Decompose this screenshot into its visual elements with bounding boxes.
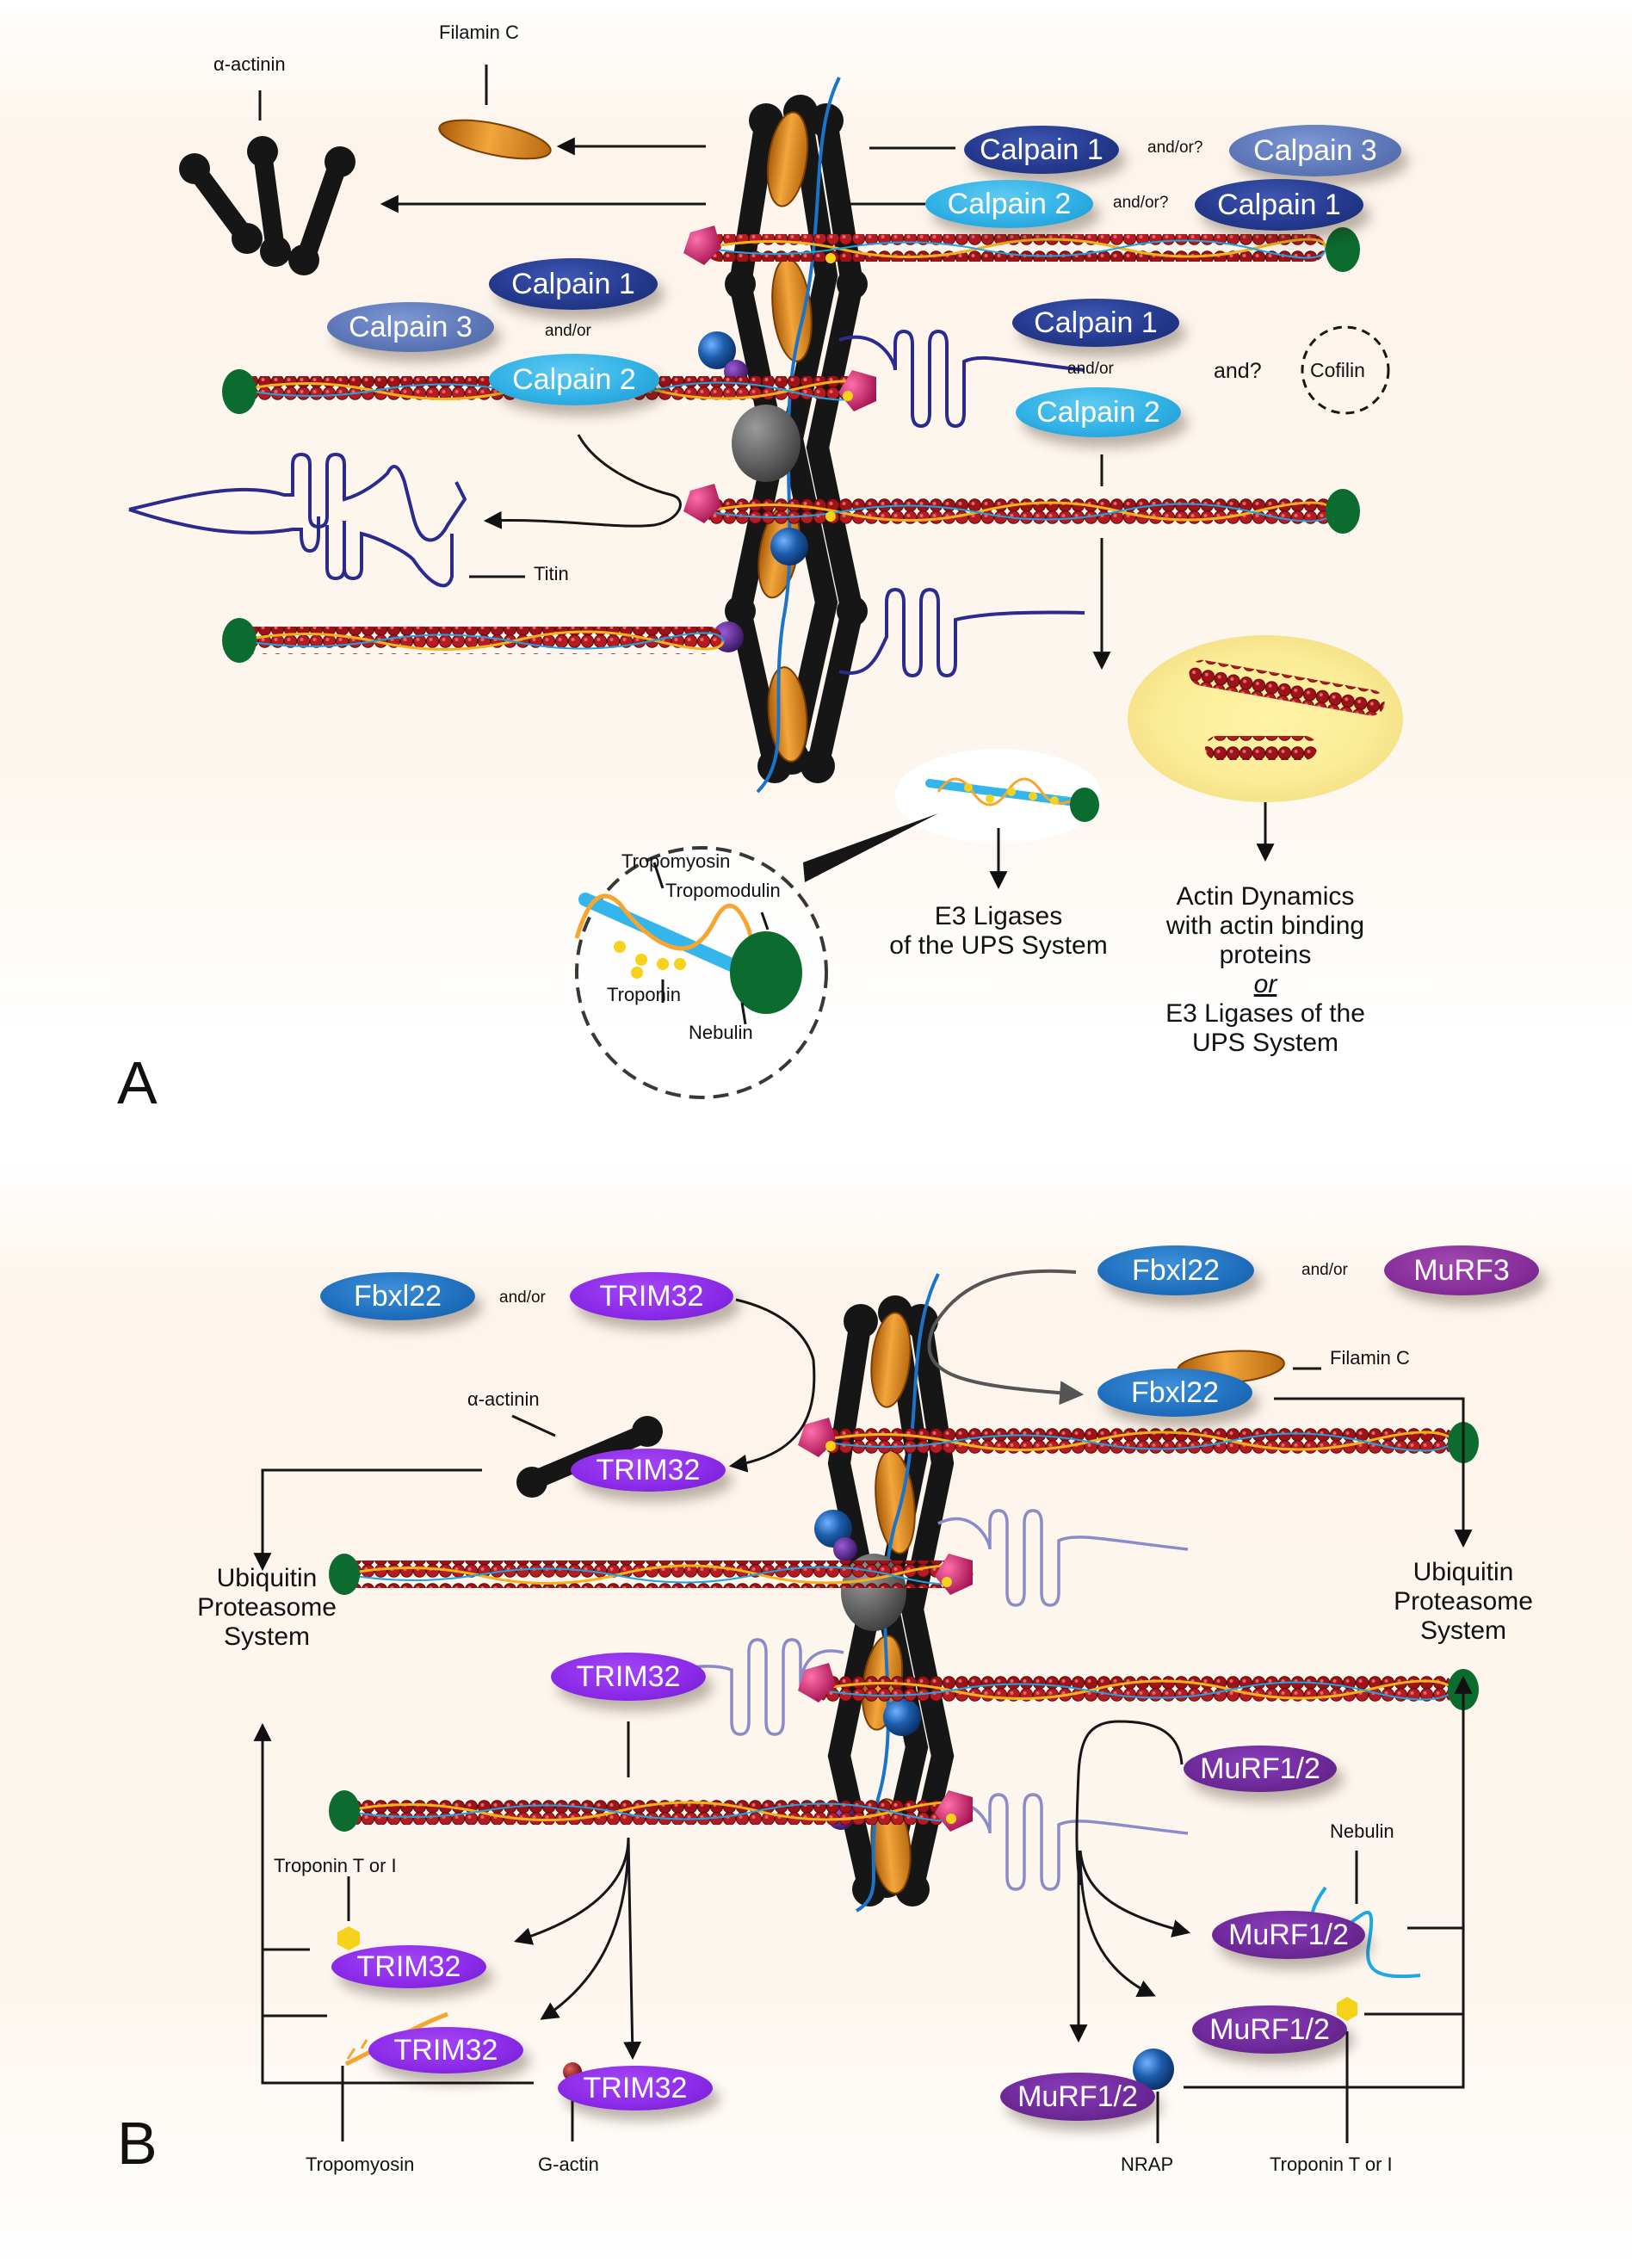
and-or-mid-label: and/or — [545, 322, 591, 340]
calpain-1-mid-pill: Calpain 1 — [489, 258, 658, 310]
filamin-c-label: Filamin C — [439, 22, 519, 43]
calpain-3-mid-pill: Calpain 3 — [327, 302, 494, 352]
and-or-row2-label: and/or? — [1113, 194, 1169, 212]
ups-left-line-3: System — [223, 1622, 311, 1651]
murf-mid-pill: MuRF1/2 — [1184, 1746, 1337, 1792]
fbxl22-top-left-pill: Fbxl22 — [320, 1272, 475, 1320]
murf-nebulin-pill: MuRF1/2 — [1212, 1911, 1365, 1959]
tropomyosin-b-label: Tropomyosin — [306, 2154, 415, 2175]
ups-left: Ubiquitin Proteasome System — [189, 1564, 344, 1652]
calpain-1-row2-pill: Calpain 1 — [1195, 179, 1363, 231]
actin-line-2: with actin binding — [1165, 912, 1365, 940]
trim32-troponin-pill: TRIM32 — [331, 1945, 486, 1988]
e3-line-1: E3 Ligases — [934, 902, 1063, 930]
ups-right-line-3: System — [1419, 1616, 1507, 1645]
tropomyosin-zoom-label: Tropomyosin — [621, 850, 731, 872]
g-actin-label: G-actin — [538, 2154, 599, 2175]
actin-or: or — [1253, 970, 1277, 998]
calpain-2-mid-pill: Calpain 2 — [489, 354, 659, 405]
fbxl22-top-right-pill: Fbxl22 — [1097, 1245, 1254, 1295]
calpain-1-row1-pill: Calpain 1 — [964, 126, 1119, 174]
nrap-label: NRAP — [1121, 2154, 1174, 2175]
and-or-right-label: and/or — [1301, 1261, 1348, 1279]
ups-right-line-2: Proteasome — [1394, 1587, 1533, 1616]
cofilin-label: Cofilin — [1310, 359, 1365, 381]
e3-ligases-outcome: E3 Ligases of the UPS System — [878, 902, 1119, 961]
and-or-left-label: and/or — [499, 1288, 546, 1307]
murf-nrap-pill: MuRF1/2 — [1000, 2073, 1155, 2121]
ups-right: Ubiquitin Proteasome System — [1386, 1558, 1541, 1646]
ups-left-line-2: Proteasome — [197, 1593, 337, 1622]
murf3-pill: MuRF3 — [1384, 1245, 1539, 1295]
titin-label: Titin — [534, 563, 569, 584]
panel-a-letter: A — [117, 1049, 158, 1116]
calpain-1-right-pill: Calpain 1 — [1012, 299, 1179, 347]
trim32-mid-pill: TRIM32 — [551, 1653, 706, 1701]
filamin-c-b-label: Filamin C — [1330, 1347, 1410, 1369]
calpain-3-row1-pill: Calpain 3 — [1229, 125, 1401, 176]
troponin-zoom-label: Troponin — [607, 984, 682, 1005]
troponin-right-label: Troponin T or I — [1270, 2154, 1393, 2175]
ups-left-line-1: Ubiquitin — [216, 1564, 318, 1592]
tropomodulin-zoom-label: Tropomodulin — [665, 880, 781, 901]
actin-dynamics-outcome: Actin Dynamics with actin binding protei… — [1128, 882, 1403, 1058]
ups-right-line-1: Ubiquitin — [1413, 1558, 1514, 1586]
actin-line-6: UPS System — [1191, 1029, 1339, 1057]
trim32-tropomyosin-pill: TRIM32 — [368, 2027, 523, 2073]
calpain-2-row2-pill: Calpain 2 — [925, 180, 1093, 228]
troponin-left-label: Troponin T or I — [274, 1855, 397, 1876]
panel-b-letter: B — [117, 2110, 158, 2177]
and-question-label: and? — [1214, 359, 1262, 383]
and-or-right-label: and/or — [1067, 360, 1114, 378]
and-or-row1-label: and/or? — [1147, 139, 1203, 157]
trim32-actinin-pill: TRIM32 — [571, 1449, 726, 1492]
fbxl22-filamin-pill: Fbxl22 — [1097, 1369, 1252, 1417]
actin-line-3: proteins — [1219, 941, 1312, 969]
actin-line-1: Actin Dynamics — [1176, 882, 1355, 911]
trim32-gactin-pill: TRIM32 — [558, 2066, 713, 2110]
calpain-2-right-pill: Calpain 2 — [1016, 387, 1181, 437]
nebulin-zoom-label: Nebulin — [689, 1022, 753, 1043]
actin-line-5: E3 Ligases of the — [1165, 999, 1365, 1028]
murf-troponin-pill: MuRF1/2 — [1192, 2005, 1347, 2054]
alpha-actinin-label: α-actinin — [213, 53, 286, 75]
nebulin-b-label: Nebulin — [1330, 1820, 1394, 1842]
e3-line-2: of the UPS System — [889, 931, 1108, 960]
alpha-actinin-b-label: α-actinin — [467, 1388, 540, 1410]
trim32-top-pill: TRIM32 — [570, 1272, 733, 1320]
